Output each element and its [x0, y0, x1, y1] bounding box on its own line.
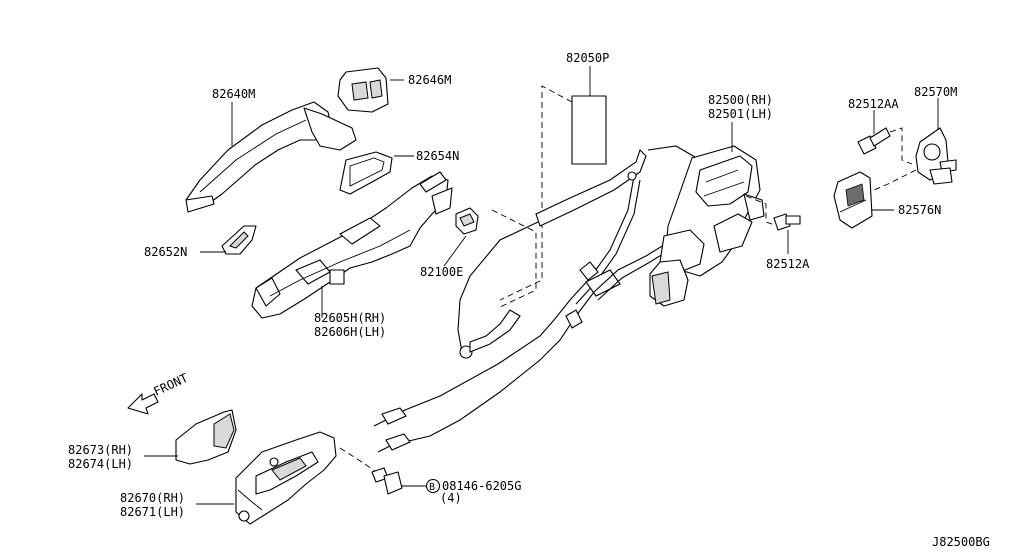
label-82512AA: 82512AA: [848, 97, 899, 111]
label-82050P: 82050P: [566, 51, 609, 65]
front-direction-arrow: FRONT: [127, 371, 190, 415]
pad-82050P[interactable]: [571, 95, 607, 165]
label-82674: 82674(LH): [68, 457, 133, 471]
bolt-symbol: B: [429, 482, 435, 493]
label-bolt-part: 08146-6205G: [442, 479, 521, 493]
clip-82100E[interactable]: [455, 207, 479, 235]
inside-handle-82673[interactable]: [175, 409, 237, 465]
screw-82512AA[interactable]: [857, 127, 891, 155]
gasket-82652N[interactable]: [221, 225, 257, 255]
label-82671: 82671(LH): [120, 505, 185, 519]
dashed-guide-rod: [491, 209, 537, 309]
gasket-82654N[interactable]: [339, 151, 393, 195]
label-82670: 82670(RH): [120, 491, 185, 505]
label-82606H: 82606H(LH): [314, 325, 386, 339]
label-82570M: 82570M: [914, 85, 957, 99]
striker-cover-82576N[interactable]: [833, 171, 873, 229]
label-82673: 82673(RH): [68, 443, 133, 457]
label-82576N: 82576N: [898, 203, 941, 217]
bolt-08146-6205G[interactable]: [371, 467, 403, 495]
screw-82512A[interactable]: [773, 213, 801, 231]
inside-handle-housing-82670[interactable]: [235, 431, 337, 525]
diagram-id: J82500BG: [932, 535, 990, 549]
front-arrow-label: FRONT: [151, 371, 190, 399]
label-82500: 82500(RH): [708, 93, 773, 107]
striker-82570M[interactable]: [915, 127, 957, 185]
leader-82100E: [443, 235, 467, 267]
label-82605H: 82605H(RH): [314, 311, 386, 325]
label-82654N: 82654N: [416, 149, 459, 163]
escutcheon-82646M[interactable]: [337, 67, 389, 113]
dashed-guide-82050P: [499, 85, 573, 301]
label-82646M: 82646M: [408, 73, 451, 87]
door-lock-actuator-82500[interactable]: [649, 145, 765, 307]
dashed-guide-82570M: [873, 169, 917, 191]
lock-rod: [457, 145, 701, 359]
outside-handle-82640M[interactable]: [185, 101, 357, 213]
bolt-symbol-circle: [425, 478, 441, 494]
dashed-guide-82512AA: [889, 127, 913, 165]
label-82640M: 82640M: [212, 87, 255, 101]
label-82501: 82501(LH): [708, 107, 773, 121]
dashed-guide-82512A: [745, 195, 779, 227]
label-82652N: 82652N: [144, 245, 187, 259]
label-bolt-qty: (4): [440, 491, 462, 505]
handle-bracket-82605H[interactable]: [251, 171, 453, 319]
label-82512A: 82512A: [766, 257, 810, 271]
release-cable-lower: [373, 239, 677, 453]
label-82100E: 82100E: [420, 265, 463, 279]
